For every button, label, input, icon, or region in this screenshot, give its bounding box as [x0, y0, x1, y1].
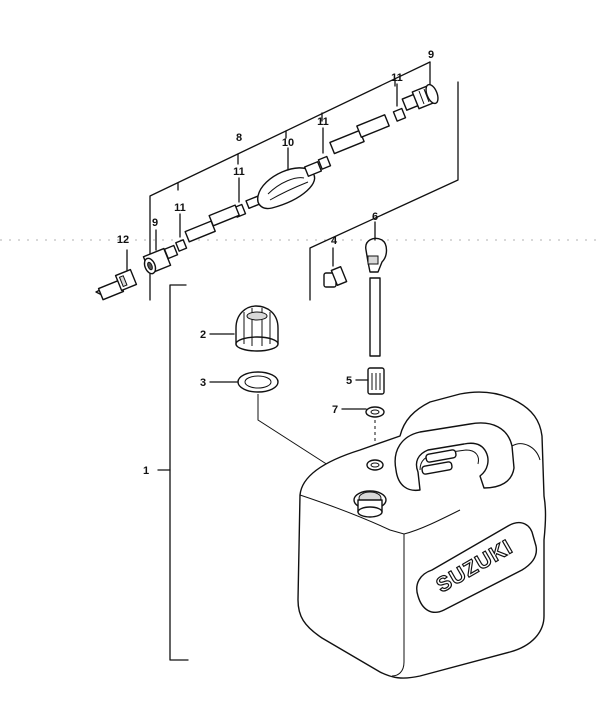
part-10-primer-bulb: [245, 147, 323, 210]
callout-7: 7: [332, 404, 338, 416]
callout-11-a: 11: [174, 202, 186, 214]
part-3-o-ring: [209, 371, 279, 393]
callout-6: 6: [372, 211, 378, 223]
callout-4: 4: [331, 235, 338, 247]
callout-8: 8: [236, 132, 242, 144]
hose-segment-2: [208, 204, 240, 227]
part-12-connector: [95, 249, 138, 301]
part-11-clamp-a: [175, 213, 188, 252]
part-9-fitting-left: [142, 229, 179, 275]
callout-2: 2: [200, 329, 206, 341]
pickup-assembly-bracket: [309, 81, 459, 301]
hose-segment-3: [329, 114, 390, 155]
callout-9-right: 9: [428, 49, 434, 61]
part-9-quick-connector-right: [401, 61, 439, 111]
part-11-clamp-d: [392, 83, 407, 122]
part-4-fitting: [323, 247, 348, 288]
callout-5: 5: [346, 375, 352, 387]
part-6-elbow: [365, 221, 388, 273]
callout-3: 3: [200, 377, 206, 389]
part-5-strainer: [355, 367, 385, 395]
hose-segment-1: [184, 220, 216, 243]
part-11-clamp-c: [317, 127, 332, 170]
callout-11-b: 11: [233, 166, 245, 178]
fuel-tank: [297, 391, 547, 679]
part-2-filler-cap: [209, 305, 279, 352]
callout-12: 12: [117, 234, 129, 246]
callout-11-d: 11: [391, 72, 403, 84]
callout-9-left: 9: [152, 217, 158, 229]
callout-11-c: 11: [317, 116, 329, 128]
callout-1: 1: [143, 465, 149, 477]
tank-assembly-bracket: [157, 284, 189, 661]
pickup-tube: [369, 277, 381, 357]
callout-10: 10: [282, 137, 294, 149]
part-7-washer: [341, 406, 385, 418]
